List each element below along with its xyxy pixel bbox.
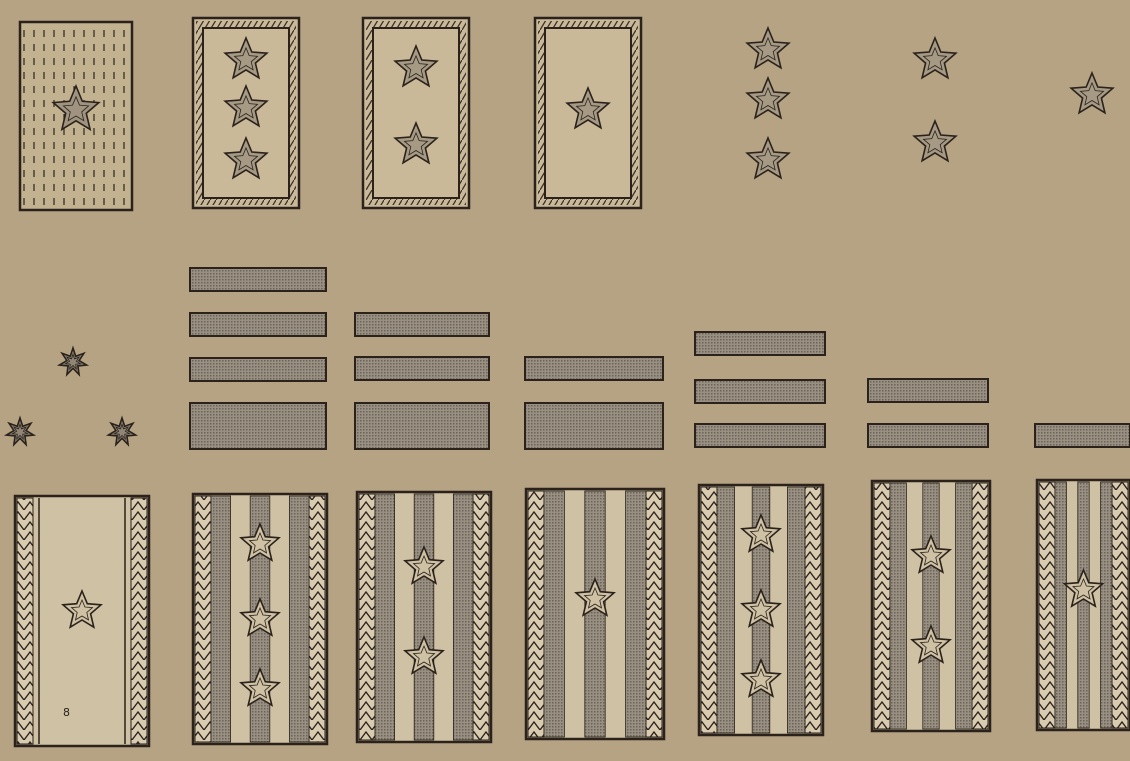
braid-edge: [805, 487, 821, 733]
braid-edge: [195, 496, 211, 742]
braid-edge: [131, 498, 147, 744]
narrow-stripe: [1035, 424, 1130, 447]
board-stripe: [1078, 482, 1089, 728]
board-stripe: [626, 491, 646, 737]
braid-edge: [1112, 482, 1128, 728]
narrow-stripe: [190, 358, 326, 381]
narrow-stripe: [355, 357, 489, 380]
board-stripe: [414, 494, 434, 740]
top-insignia-2: [193, 18, 299, 208]
braid-edge: [874, 483, 890, 729]
board-stripe: [289, 496, 309, 742]
sleeve-stripe-group-3: [525, 357, 663, 449]
narrow-stripe: [190, 268, 326, 291]
narrow-stripe: [695, 424, 825, 447]
star-icon: [914, 121, 956, 161]
board-stripe: [1055, 482, 1066, 728]
top-insignia-7: [1071, 73, 1113, 113]
board-stripe: [585, 491, 605, 737]
sleeve-stripe-group-5: [868, 379, 988, 447]
star-icon: [6, 418, 33, 445]
narrow-stripe: [868, 424, 988, 447]
star-icon: [747, 138, 789, 178]
braid-edge: [972, 483, 988, 729]
star-icon: [1071, 73, 1113, 113]
star-icon: [59, 348, 86, 375]
sleeve-stripe-group-2: [355, 313, 489, 449]
board-stripe: [1101, 482, 1112, 728]
top-insignia-4: [535, 18, 641, 208]
bottom-insignia-3: [357, 492, 491, 742]
wide-stripe: [525, 403, 663, 449]
star-icon: [914, 38, 956, 78]
bottom-insignia-1: 8: [15, 496, 149, 746]
narrow-stripe: [525, 357, 663, 380]
star-icon: [747, 78, 789, 118]
board-stripe: [717, 487, 735, 733]
wide-stripe: [355, 403, 489, 449]
board-stripe: [956, 483, 972, 729]
board-stripe: [544, 491, 564, 737]
braid-edge: [473, 494, 489, 740]
narrow-stripe: [695, 332, 825, 355]
braid-edge: [309, 496, 325, 742]
narrow-stripe: [355, 313, 489, 336]
wide-stripe: [190, 403, 326, 449]
sleeve-stripe-group-6: [1035, 424, 1130, 447]
board-stripe: [211, 496, 231, 742]
bottom-insignia-6: [872, 481, 990, 731]
braid-edge: [646, 491, 662, 737]
braid-edge: [359, 494, 375, 740]
bottom-insignia-5: [699, 485, 823, 735]
board-stripe: [375, 494, 395, 740]
board-stripe: [890, 483, 906, 729]
bottom-insignia-2: [193, 494, 327, 744]
top-insignia-5: [747, 28, 789, 178]
star-icon: [108, 418, 135, 445]
sleeve-stripe-group-4: [695, 332, 825, 447]
braid-edge: [1039, 482, 1055, 728]
narrow-stripe: [190, 313, 326, 336]
braid-edge: [528, 491, 544, 737]
bottom-insignia-4: [526, 489, 664, 739]
narrow-stripe: [868, 379, 988, 402]
bottom-insignia-7: [1037, 480, 1130, 730]
braid-edge: [17, 498, 33, 744]
board-stripe: [453, 494, 473, 740]
top-insignia-1: [20, 22, 132, 210]
sleeve-stripe-group-1: [190, 268, 326, 449]
star-icon: [747, 28, 789, 68]
top-insignia-3: [363, 18, 469, 208]
narrow-stripe: [695, 380, 825, 403]
board-stripe: [787, 487, 805, 733]
board-marking: 8: [63, 706, 70, 719]
top-insignia-6: [914, 38, 956, 161]
board-stripe: [923, 483, 939, 729]
braid-edge: [701, 487, 717, 733]
